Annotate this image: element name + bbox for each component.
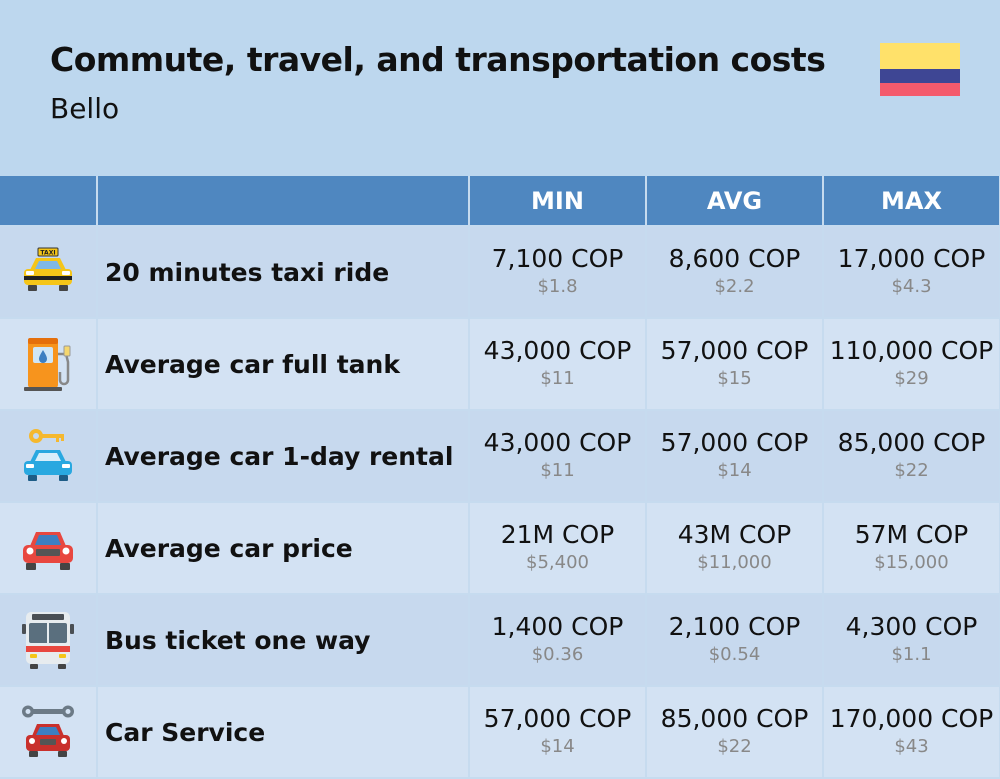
avg-usd: $15 xyxy=(717,368,752,389)
avg-cop: 85,000 COP xyxy=(660,704,809,733)
flag-stripe-blue xyxy=(880,69,960,83)
header-min: MIN xyxy=(469,176,647,227)
avg-cell: 43M COP $11,000 xyxy=(646,502,824,595)
wrench-car-icon xyxy=(22,705,74,757)
page-title: Commute, travel, and transportation cost… xyxy=(50,40,826,79)
min-cop: 57,000 COP xyxy=(483,704,632,733)
city-name: Bello xyxy=(50,92,120,125)
min-cell: 43,000 COP $11 xyxy=(469,318,647,411)
min-cop: 43,000 COP xyxy=(483,428,632,457)
header-avg: AVG xyxy=(646,176,824,227)
avg-cell: 8,600 COP $2.2 xyxy=(646,226,824,319)
icon-cell xyxy=(0,318,98,411)
table-row: Average car price 21M COP $5,400 43M COP… xyxy=(0,502,1000,595)
min-cell: 21M COP $5,400 xyxy=(469,502,647,595)
max-cop: 85,000 COP xyxy=(837,428,986,457)
max-cop: 110,000 COP xyxy=(829,336,994,365)
min-cell: 1,400 COP $0.36 xyxy=(469,594,647,687)
flag-stripe-yellow xyxy=(880,43,960,69)
min-usd: $11 xyxy=(540,460,575,481)
header-name-col xyxy=(97,176,470,227)
max-usd: $1.1 xyxy=(891,644,932,665)
item-label: 20 minutes taxi ride xyxy=(97,226,470,319)
table-row: Bus ticket one way 1,400 COP $0.36 2,100… xyxy=(0,594,1000,687)
svg-text:TAXI: TAXI xyxy=(40,250,55,257)
fuel-pump-icon xyxy=(24,338,71,391)
icon-cell xyxy=(0,686,98,779)
min-cell: 43,000 COP $11 xyxy=(469,410,647,503)
avg-cop: 57,000 COP xyxy=(660,428,809,457)
min-cop: 21M COP xyxy=(500,520,615,549)
header-icon-col xyxy=(0,176,98,227)
table-row: Average car 1-day rental 43,000 COP $11 … xyxy=(0,410,1000,503)
header-max: MAX xyxy=(823,176,1000,227)
min-cop: 43,000 COP xyxy=(483,336,632,365)
item-label: Average car price xyxy=(97,502,470,595)
min-usd: $14 xyxy=(540,736,575,757)
table-row: Car Service 57,000 COP $14 85,000 COP $2… xyxy=(0,686,1000,779)
max-cop: 4,300 COP xyxy=(845,612,978,641)
min-usd: $5,400 xyxy=(526,552,589,573)
icon-cell xyxy=(0,410,98,503)
taxi-icon: TAXI xyxy=(24,247,72,291)
min-usd: $0.36 xyxy=(531,644,584,665)
item-label: Car Service xyxy=(97,686,470,779)
avg-cop: 2,100 COP xyxy=(668,612,801,641)
avg-cop: 57,000 COP xyxy=(660,336,809,365)
max-usd: $15,000 xyxy=(874,552,949,573)
avg-cell: 57,000 COP $15 xyxy=(646,318,824,411)
max-cop: 170,000 COP xyxy=(829,704,994,733)
max-cell: 170,000 COP $43 xyxy=(823,686,1000,779)
max-usd: $43 xyxy=(894,736,929,757)
flag-stripe-red xyxy=(880,83,960,96)
max-cell: 110,000 COP $29 xyxy=(823,318,1000,411)
max-cop: 17,000 COP xyxy=(837,244,986,273)
avg-cell: 85,000 COP $22 xyxy=(646,686,824,779)
icon-cell xyxy=(0,594,98,687)
page-header: Commute, travel, and transportation cost… xyxy=(0,0,1000,176)
min-cell: 57,000 COP $14 xyxy=(469,686,647,779)
min-cell: 7,100 COP $1.8 xyxy=(469,226,647,319)
table-row: TAXI 20 minutes taxi ride 7,100 COP $1.8… xyxy=(0,226,1000,319)
max-cell: 4,300 COP $1.1 xyxy=(823,594,1000,687)
item-label: Average car 1-day rental xyxy=(97,410,470,503)
min-cop: 7,100 COP xyxy=(491,244,624,273)
max-usd: $4.3 xyxy=(891,276,932,297)
avg-usd: $0.54 xyxy=(708,644,761,665)
min-usd: $1.8 xyxy=(537,276,578,297)
avg-cell: 57,000 COP $14 xyxy=(646,410,824,503)
car-icon xyxy=(23,532,73,570)
max-cell: 57M COP $15,000 xyxy=(823,502,1000,595)
max-cell: 85,000 COP $22 xyxy=(823,410,1000,503)
icon-cell: TAXI xyxy=(0,226,98,319)
avg-usd: $22 xyxy=(717,736,752,757)
cost-table: MIN AVG MAX TAXI 20 xyxy=(0,176,1000,779)
avg-cell: 2,100 COP $0.54 xyxy=(646,594,824,687)
max-cell: 17,000 COP $4.3 xyxy=(823,226,1000,319)
table-row: Average car full tank 43,000 COP $11 57,… xyxy=(0,318,1000,411)
item-label: Bus ticket one way xyxy=(97,594,470,687)
avg-usd: $2.2 xyxy=(714,276,755,297)
max-usd: $22 xyxy=(894,460,929,481)
avg-cop: 8,600 COP xyxy=(668,244,801,273)
icon-cell xyxy=(0,502,98,595)
avg-usd: $14 xyxy=(717,460,752,481)
avg-cop: 43M COP xyxy=(677,520,792,549)
max-usd: $29 xyxy=(894,368,929,389)
min-usd: $11 xyxy=(540,368,575,389)
item-label: Average car full tank xyxy=(97,318,470,411)
colombia-flag-icon xyxy=(880,43,960,96)
avg-usd: $11,000 xyxy=(697,552,772,573)
table-header-row: MIN AVG MAX xyxy=(0,176,1000,227)
max-cop: 57M COP xyxy=(854,520,969,549)
bus-icon xyxy=(22,612,74,669)
min-cop: 1,400 COP xyxy=(491,612,624,641)
car-key-icon xyxy=(24,429,72,481)
